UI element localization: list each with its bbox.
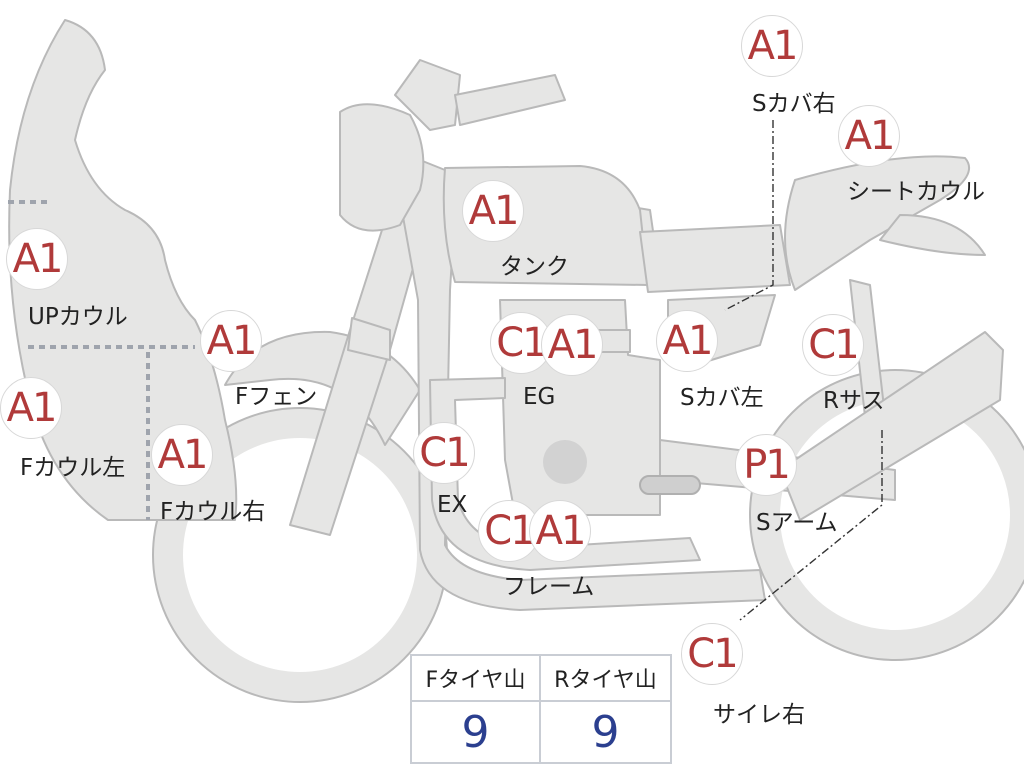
silencer-shape [779,331,1004,521]
grade-badge-engine-1: C1 [490,312,552,374]
grade-badge-up-cowl: A1 [6,228,68,290]
label-engine: EG [523,384,556,410]
grade-badge-tank: A1 [462,180,524,242]
seat-shape [639,224,791,293]
label-s-cover-right: Sカバ右 [752,91,836,117]
grade-badge-silencer-right: C1 [681,623,743,685]
grade-badge-exhaust: C1 [413,422,475,484]
grade-badge-r-suspension: C1 [802,314,864,376]
label-f-cowl-right: Fカウル右 [160,499,266,525]
value-rear-tire: 9 [591,706,620,758]
grade-badge-s-cover-left: A1 [656,310,718,372]
seat-cowl-fin-shape [879,214,986,256]
grade-badge-f-cowl-left: A1 [0,377,62,439]
headlight-shape [339,103,425,232]
label-up-cowl: UPカウル [28,304,128,330]
label-s-cover-left: Sカバ左 [680,385,764,411]
label-silencer-right: サイレ右 [713,702,805,728]
frame-shape [394,149,766,611]
header-rear-tire: Rタイヤ山 [541,656,670,702]
label-r-suspension: Rサス [823,388,885,414]
label-f-cowl-left: Fカウル左 [20,455,126,481]
label-tank: タンク [500,254,569,280]
grade-badge-s-cover-right: A1 [741,15,803,77]
value-front-tire: 9 [412,702,541,762]
grade-badge-f-fender: A1 [200,310,262,372]
grade-badge-f-cowl-right: A1 [151,424,213,486]
handle-grip-shape [454,74,566,126]
rear-wheel [750,370,1024,660]
label-seat-cowl: シートカウル [847,179,985,205]
grade-badge-seat-cowl: A1 [838,105,900,167]
label-frame: フレーム [503,574,595,600]
leader-line-silencer-right [739,430,883,621]
grade-badge-engine-2: A1 [541,314,603,376]
exhaust-shape [429,377,701,571]
fork-leg-shape [347,317,391,361]
grade-badge-swing-arm: P1 [735,434,797,496]
swing-arm-bolt [639,475,701,495]
label-swing-arm: Sアーム [756,510,838,536]
header-front-tire: Fタイヤ山 [412,656,541,702]
grade-badge-frame-2: A1 [529,500,591,562]
label-f-fender: Fフェン [235,384,318,410]
engine-cover [543,440,587,484]
label-exhaust: EX [437,492,468,518]
rear-wheel-outline [749,369,1024,661]
tire-tread-table: Fタイヤ山 Rタイヤ山 9 9 [410,654,672,764]
leader-line-s-cover-right [724,120,774,311]
